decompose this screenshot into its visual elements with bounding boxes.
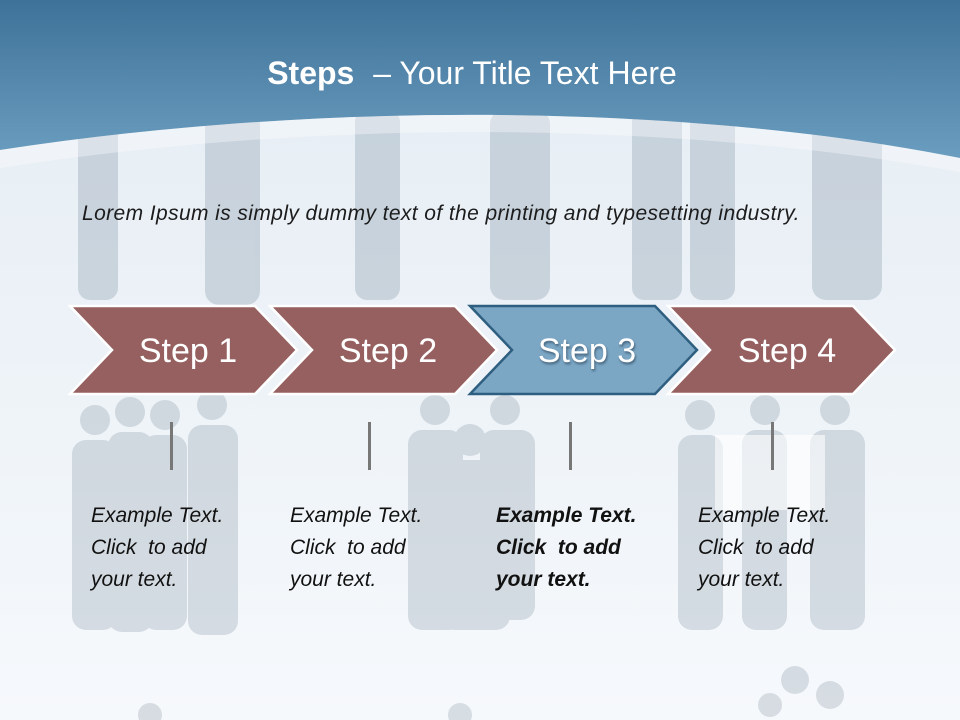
step-4-text-line: Example Text. bbox=[698, 504, 831, 527]
step-1-connector bbox=[170, 422, 173, 470]
step-1-label: Step 1 bbox=[138, 332, 238, 370]
step-1-text-line: your text. bbox=[91, 568, 178, 591]
step-4-connector bbox=[771, 422, 774, 470]
step-1-text-line: Click to add bbox=[91, 536, 207, 559]
step-2-text-line: Click to add bbox=[290, 536, 406, 559]
step-1-text[interactable]: Example Text. Click to add your text. bbox=[91, 500, 281, 596]
step-3-text[interactable]: Example Text. Click to add your text. bbox=[496, 500, 686, 596]
slide-title[interactable]: Steps – Your Title Text Here bbox=[0, 55, 944, 92]
step-2-text[interactable]: Example Text. Click to add your text. bbox=[290, 500, 480, 596]
step-4-chevron[interactable] bbox=[665, 304, 897, 396]
step-3-label: Step 3 bbox=[537, 332, 637, 370]
step-3-chevron[interactable] bbox=[467, 304, 699, 396]
step-2-text-line: Example Text. bbox=[290, 504, 423, 527]
step-3-connector bbox=[569, 422, 572, 470]
step-3-text-line: your text. bbox=[496, 568, 591, 591]
step-3-text-line: Click to add bbox=[496, 536, 621, 559]
title-bold: Steps bbox=[267, 55, 355, 91]
step-4-text[interactable]: Example Text. Click to add your text. bbox=[698, 500, 888, 596]
step-4-text-line: your text. bbox=[698, 568, 785, 591]
title-rest: – Your Title Text Here bbox=[373, 55, 677, 91]
step-1-chevron[interactable] bbox=[67, 304, 299, 396]
people-photo-upper bbox=[78, 110, 882, 305]
steps-process bbox=[67, 304, 897, 396]
intro-text[interactable]: Lorem Ipsum is simply dummy text of the … bbox=[82, 202, 800, 225]
step-4-label: Step 4 bbox=[737, 332, 837, 370]
step-2-connector bbox=[368, 422, 371, 470]
step-4-text-line: Click to add bbox=[698, 536, 814, 559]
step-2-label: Step 2 bbox=[338, 332, 438, 370]
step-3-text-line: Example Text. bbox=[496, 504, 637, 527]
step-2-chevron[interactable] bbox=[267, 304, 499, 396]
step-1-text-line: Example Text. bbox=[91, 504, 224, 527]
step-2-text-line: your text. bbox=[290, 568, 377, 591]
